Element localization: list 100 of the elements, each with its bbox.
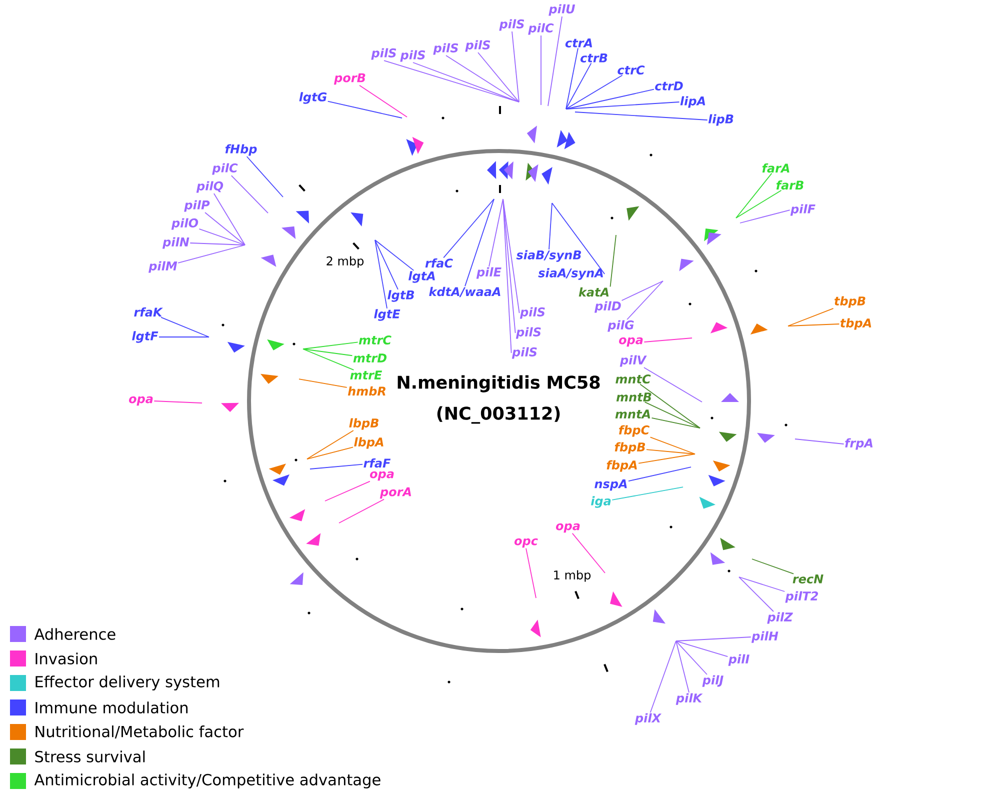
gene-label: porA bbox=[380, 487, 412, 499]
gene-label: pilN bbox=[162, 237, 190, 249]
gene-label: lgtF bbox=[132, 331, 158, 343]
leader-line bbox=[512, 31, 520, 102]
leader-line bbox=[646, 449, 696, 454]
scale-label: 1 mbp bbox=[554, 570, 591, 582]
leader-line bbox=[566, 62, 592, 110]
leader-line bbox=[359, 84, 408, 118]
leader-line bbox=[610, 234, 616, 288]
gene-label: nspA bbox=[594, 479, 627, 491]
leader-line bbox=[154, 400, 202, 404]
leader-line bbox=[566, 88, 654, 110]
gene-label: ctrB bbox=[580, 54, 608, 62]
gene-label: fbpA bbox=[606, 460, 637, 472]
gene-label: pilQ bbox=[196, 181, 224, 193]
legend-label: Antimicrobial activity/Competitive advantage bbox=[34, 774, 380, 788]
gene-label: pilI bbox=[728, 654, 750, 666]
leader-line bbox=[626, 280, 664, 320]
gene-label: ctrC bbox=[618, 65, 645, 75]
leader-line bbox=[160, 316, 210, 338]
leader-line bbox=[548, 202, 552, 250]
legend-label: Stress survival bbox=[35, 750, 145, 762]
gene-label: lgtE bbox=[374, 309, 400, 321]
gene-label: fbpC bbox=[619, 425, 650, 437]
leader-line bbox=[502, 198, 512, 354]
gene-label: siaA/synA bbox=[538, 268, 603, 280]
leader-line bbox=[306, 430, 354, 460]
gene-label: mntC bbox=[616, 374, 651, 384]
gene-label: katA bbox=[578, 287, 609, 297]
gene-label: pilU bbox=[548, 4, 576, 16]
leader-line bbox=[574, 112, 708, 120]
gene-label: pilS bbox=[371, 48, 396, 60]
gene-label: pilC bbox=[212, 163, 238, 175]
gene-label: opa bbox=[618, 337, 643, 347]
leader-line bbox=[788, 324, 840, 326]
gene-label: lgtG bbox=[299, 92, 327, 104]
leader-line bbox=[676, 636, 752, 642]
leader-line bbox=[324, 480, 370, 502]
gene-label: tbpB bbox=[834, 296, 866, 308]
gene-label: pilH bbox=[751, 631, 778, 643]
leader-line bbox=[204, 212, 246, 246]
leader-line bbox=[676, 640, 690, 693]
leader-line bbox=[644, 338, 692, 342]
legend-label: Invasion bbox=[36, 652, 97, 664]
leader-line bbox=[302, 348, 353, 356]
gene-label: pilS bbox=[465, 40, 490, 52]
gene-label: frpA bbox=[845, 438, 873, 450]
leader-line bbox=[374, 240, 414, 271]
legend-label: Nutritional/Metabolic factor bbox=[36, 725, 244, 739]
leader-line bbox=[621, 280, 664, 301]
gene-label: pilM bbox=[148, 261, 178, 273]
leader-line bbox=[794, 438, 844, 444]
gene-label: porB bbox=[334, 73, 366, 85]
gene-label: pilK bbox=[676, 693, 703, 705]
gene-label: lipA bbox=[680, 96, 706, 108]
leader-line bbox=[628, 466, 692, 482]
leader-line bbox=[552, 202, 606, 274]
gene-label: ctrA bbox=[565, 38, 592, 48]
leader-line bbox=[650, 640, 676, 713]
leader-line bbox=[644, 367, 702, 402]
leader-line bbox=[644, 402, 700, 428]
gene-label: kdtA/waaA bbox=[429, 286, 500, 298]
map-title: N.meningitidis MC58 (NC_003112) bbox=[398, 375, 600, 424]
leader-line bbox=[676, 640, 728, 658]
leader-line bbox=[374, 240, 388, 309]
gene-label: pilE bbox=[476, 267, 502, 279]
gene-label: pilS bbox=[512, 347, 537, 359]
gene-label: mntB bbox=[616, 392, 652, 402]
leader-line bbox=[412, 62, 520, 102]
leader-line bbox=[446, 55, 520, 102]
gene-label: lbpB bbox=[349, 418, 378, 430]
leader-line bbox=[612, 486, 684, 500]
leader-line bbox=[327, 100, 402, 118]
leader-line bbox=[740, 210, 790, 224]
leader-line bbox=[306, 446, 354, 460]
leader-line bbox=[302, 342, 358, 350]
gene-label: lgtA bbox=[408, 271, 435, 283]
gene-label: pilS bbox=[516, 327, 541, 339]
gene-label: pilJ bbox=[702, 675, 724, 687]
gene-label: opa bbox=[556, 523, 580, 533]
gene-label: pilV bbox=[620, 355, 647, 367]
gene-label: siaB/synB bbox=[516, 250, 582, 262]
gene-label: pilC bbox=[528, 23, 554, 35]
leader-line bbox=[651, 417, 700, 428]
leader-line bbox=[548, 16, 562, 106]
scale-label: 2 mbp bbox=[326, 256, 364, 268]
gene-label: fHbp bbox=[225, 144, 257, 156]
leader-line bbox=[566, 74, 623, 110]
gene-label: opa bbox=[370, 471, 394, 481]
gene-label: lbpA bbox=[354, 437, 384, 449]
leader-line bbox=[302, 348, 354, 370]
leader-line bbox=[736, 172, 772, 218]
leader-line bbox=[752, 558, 794, 574]
gene-label: pilP bbox=[184, 200, 210, 212]
leader-line bbox=[572, 532, 606, 574]
leader-line bbox=[246, 156, 284, 198]
leader-line bbox=[566, 48, 578, 110]
leader-line bbox=[650, 436, 696, 454]
leader-line bbox=[502, 198, 520, 314]
gene-label: rfaK bbox=[134, 307, 163, 317]
